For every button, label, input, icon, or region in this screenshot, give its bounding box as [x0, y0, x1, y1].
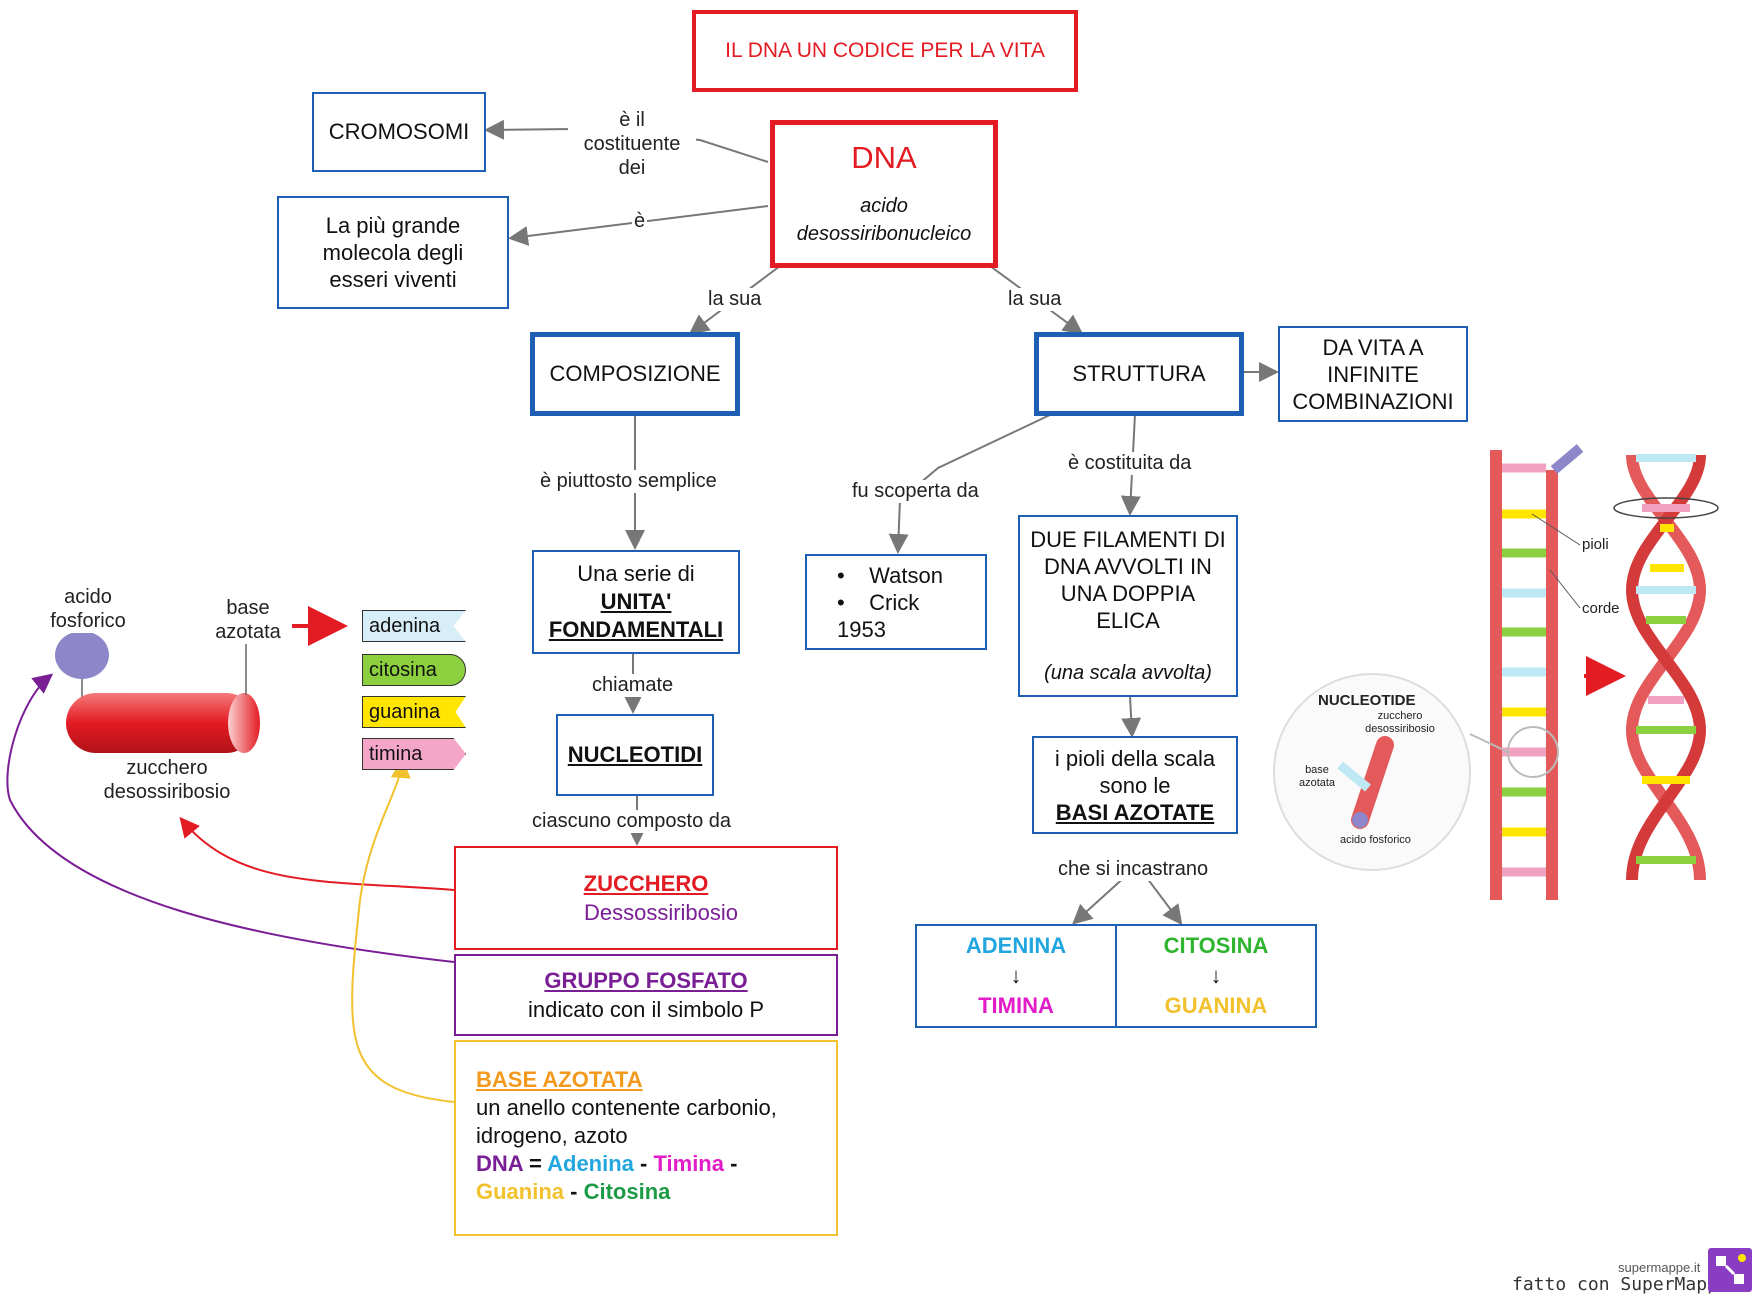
link-chiamate: chiamate [590, 674, 676, 697]
footer-made: fatto con SuperMappe [1512, 1274, 1729, 1295]
nucleotide-zoom-figure [1273, 673, 1509, 871]
link-la-sua-2: la sua [1006, 288, 1064, 311]
serie-node[interactable]: Una serie di UNITA' FONDAMENTALI [532, 550, 740, 654]
zucchero-node[interactable]: ZUCCHERO Dessossiribosio [454, 846, 838, 950]
footer-site: supermappe.it [1618, 1260, 1701, 1275]
serie-line1: Una serie di [577, 561, 695, 586]
cromosomi-label: CROMOSOMI [328, 119, 470, 144]
link-costituita: è costituita da [1066, 452, 1194, 475]
zucchero-sub: Dessossiribosio [583, 900, 739, 925]
link-la-sua-1: la sua [706, 288, 764, 311]
serie-line3: FONDAMENTALI [548, 617, 724, 642]
link-semplice: è piuttosto semplice [538, 470, 719, 493]
dna-ladder-figure [1490, 444, 1626, 900]
pair-timina: TIMINA [978, 993, 1054, 1018]
pair-citosina-guanina[interactable]: CITOSINA ↓ GUANINA [1115, 924, 1317, 1028]
link-scoperta: fu scoperta da [850, 480, 981, 503]
fig-zoom-zucchero: zucchero desossiribosio [1365, 710, 1435, 735]
pioli-node[interactable]: i pioli della scala sono le BASI AZOTATE [1032, 736, 1238, 834]
pair2-arrow-icon: ↓ [1210, 963, 1222, 988]
molecola-label: La più grande molecola degli esseri vive… [322, 213, 464, 292]
composizione-label: COMPOSIZIONE [549, 361, 721, 386]
dna-helix-figure [1613, 454, 1719, 881]
fig-nucleotide-title: NUCLEOTIDE [1318, 692, 1416, 709]
fosfato-node[interactable]: GRUPPO FOSFATO indicato con il simbolo P [454, 954, 838, 1036]
dna-node[interactable]: DNA acido desossiribonucleico [770, 120, 998, 268]
pair-guanina: GUANINA [1164, 993, 1268, 1018]
dna-label: DNA [851, 140, 917, 175]
link-incastrano: che si incastrano [1056, 858, 1211, 881]
supermappe-logo-icon [1708, 1248, 1752, 1292]
pair-adenina-timina[interactable]: ADENINA ↓ TIMINA [915, 924, 1117, 1028]
zucchero-title: ZUCCHERO [583, 871, 709, 896]
scoperta-watson: • Watson [837, 562, 943, 588]
fig-zucchero: zucchero desossiribosio [80, 756, 254, 804]
page-title: IL DNA UN CODICE PER LA VITA [725, 39, 1045, 62]
base-title: BASE AZOTATA [476, 1067, 643, 1092]
dna-full-name: acido desossiribonucleico [796, 195, 972, 245]
nucleotidi-label: NUCLEOTIDI [567, 742, 703, 767]
fig-pioli: pioli [1582, 536, 1609, 553]
da-vita-label: DA VITA A INFINITE COMBINAZIONI [1292, 334, 1454, 414]
struttura-label: STRUTTURA [1072, 361, 1206, 386]
pill-adenina: adenina [362, 610, 466, 642]
fosfato-sub: indicato con il simbolo P [527, 997, 764, 1022]
link-composto: ciascuno composto da [530, 810, 734, 833]
pair-adenina: ADENINA [965, 933, 1067, 958]
fosfato-title: GRUPPO FOSFATO [544, 968, 748, 993]
pioli-basi: BASI AZOTATE [1055, 799, 1215, 825]
base-formula: DNA = Adenina - Timina - Guanina - Citos… [476, 1151, 738, 1204]
da-vita-node[interactable]: DA VITA A INFINITE COMBINAZIONI [1278, 326, 1468, 422]
title-box: IL DNA UN CODICE PER LA VITA [692, 10, 1078, 92]
filamenti-node[interactable]: DUE FILAMENTI DI DNA AVVOLTI IN UNA DOPP… [1018, 515, 1238, 697]
pill-guanina: guanina [362, 696, 466, 728]
cromosomi-node[interactable]: CROMOSOMI [312, 92, 486, 172]
pair1-arrow-icon: ↓ [1010, 963, 1022, 988]
composizione-node[interactable]: COMPOSIZIONE [530, 332, 740, 416]
link-e: è [632, 210, 648, 233]
fig-acido-fosforico: acido fosforico [38, 585, 138, 633]
pioli-label: i pioli della scala sono le [1054, 745, 1216, 798]
fig-base-azotata: base azotata [206, 596, 290, 644]
base-desc: un anello contenente carbonio, idrogeno,… [476, 1095, 777, 1148]
scoperta-node[interactable]: • Watson • Crick 1953 [805, 554, 987, 650]
scoperta-year: 1953 [837, 616, 886, 642]
serie-line2: UNITA' [600, 589, 672, 614]
molecola-node[interactable]: La più grande molecola degli esseri vive… [277, 196, 509, 309]
fig-zoom-base: base azotata [1298, 764, 1336, 789]
nucleotide-figure [55, 606, 348, 753]
pair-citosina: CITOSINA [1163, 933, 1269, 958]
scoperta-crick: • Crick [837, 589, 920, 615]
filamenti-note: (una scala avvolta) [1044, 661, 1212, 684]
pill-timina: timina [362, 738, 466, 770]
pill-citosina: citosina [362, 654, 466, 686]
struttura-node[interactable]: STRUTTURA [1034, 332, 1244, 416]
fig-zoom-acido: acido fosforico [1340, 834, 1411, 846]
base-azotata-node[interactable]: BASE AZOTATA un anello contenente carbon… [454, 1040, 838, 1236]
filamenti-label: DUE FILAMENTI DI DNA AVVOLTI IN UNA DOPP… [1030, 526, 1226, 633]
fig-corde: corde [1582, 600, 1620, 617]
link-costituente: è il costituente dei [568, 108, 696, 180]
nucleotidi-node[interactable]: NUCLEOTIDI [556, 714, 714, 796]
